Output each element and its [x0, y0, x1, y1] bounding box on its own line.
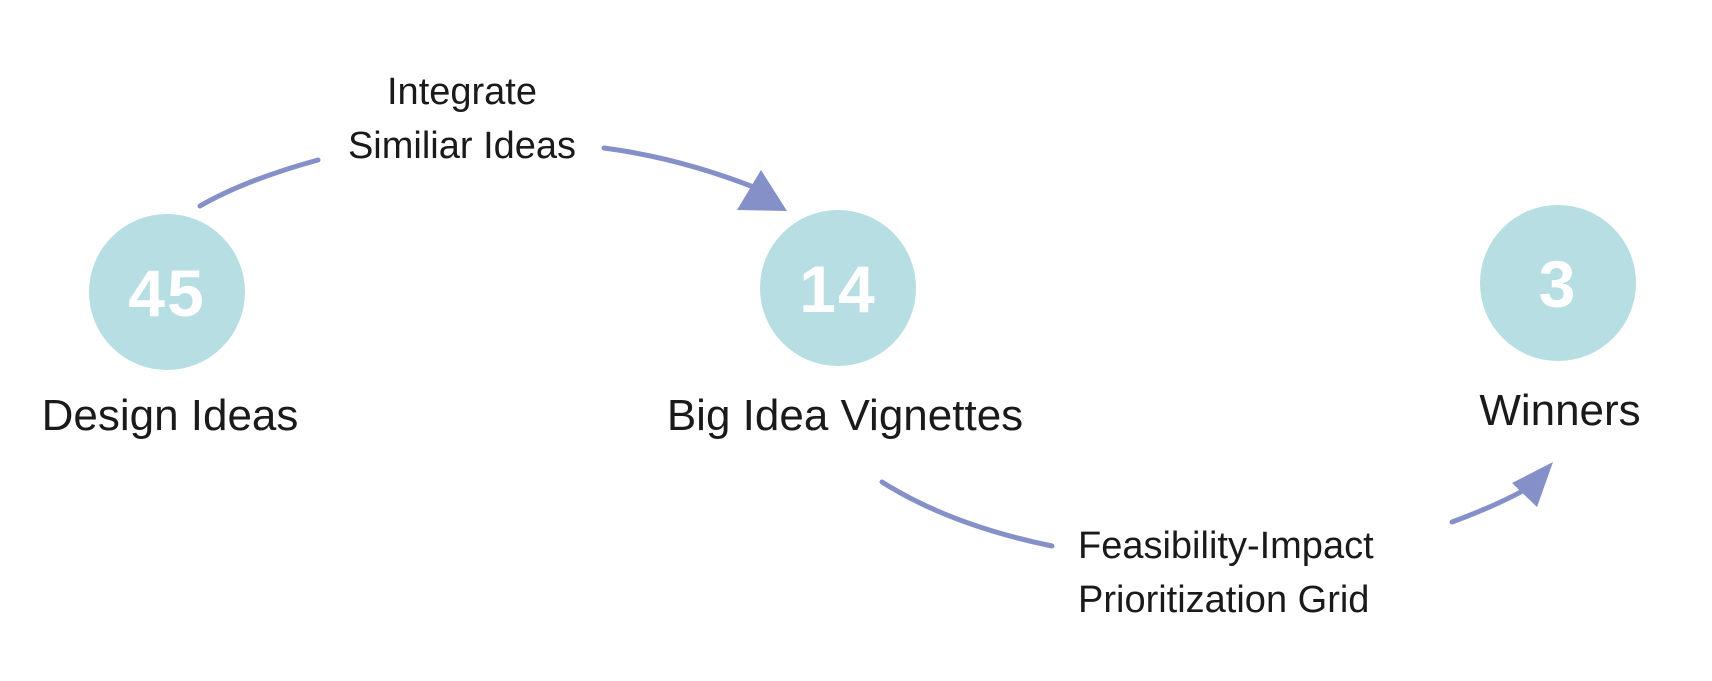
edge-prioritize-arc-right	[1449, 485, 1531, 525]
node-big-idea-vignettes: 14 Big Idea Vignettes	[667, 210, 1023, 440]
node-winners-circle	[1480, 205, 1636, 361]
node-design-ideas-circle	[89, 214, 245, 370]
node-design-ideas-count: 45	[128, 256, 205, 330]
edge-prioritize: Feasibility-Impact Prioritization Grid	[879, 462, 1553, 621]
edge-prioritize-label-line-1: Feasibility-Impact	[1078, 525, 1374, 567]
edge-integrate-label-line-1: Integrate	[387, 71, 537, 113]
edge-integrate: Integrate Similiar Ideas	[197, 71, 787, 211]
node-winners-label: Winners	[1479, 386, 1640, 435]
edge-integrate-arc-left	[197, 157, 321, 209]
edge-prioritize-arrowhead	[1512, 462, 1553, 507]
node-winners-count: 3	[1539, 247, 1578, 321]
edge-integrate-label-line-2: Similiar Ideas	[348, 125, 576, 167]
node-winners: 3 Winners	[1479, 205, 1641, 435]
node-design-ideas: 45 Design Ideas	[42, 214, 299, 440]
edge-integrate-arc-right	[601, 145, 759, 191]
node-big-idea-vignettes-label: Big Idea Vignettes	[667, 391, 1023, 440]
edge-prioritize-arc-left	[879, 479, 1055, 549]
node-big-idea-vignettes-circle	[760, 210, 916, 366]
node-big-idea-vignettes-count: 14	[799, 252, 876, 326]
node-design-ideas-label: Design Ideas	[42, 391, 299, 440]
edge-prioritize-label-line-2: Prioritization Grid	[1078, 579, 1369, 621]
edge-integrate-arrowhead	[737, 170, 787, 211]
